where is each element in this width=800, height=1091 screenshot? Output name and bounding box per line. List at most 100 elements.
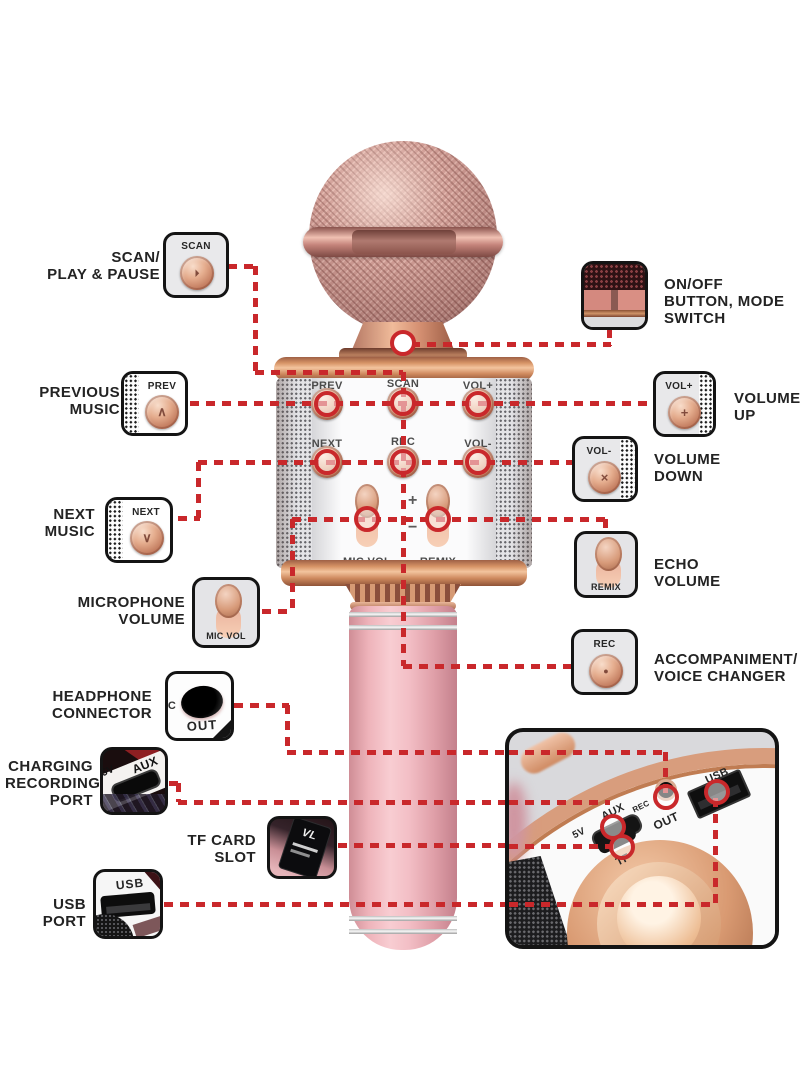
label-line: SCAN/ — [111, 249, 160, 266]
base-line-usb-v — [713, 798, 718, 904]
label-line: BUTTON, MODE — [664, 293, 785, 310]
inset-base-ports: 5V AUX REC OUT USB TF — [505, 728, 779, 949]
panel-plus-mark: + — [408, 492, 418, 509]
line-scan-v1 — [253, 266, 258, 372]
inset-micvol-knob — [215, 584, 242, 618]
label-line: VOLUME — [654, 573, 721, 590]
line-aux-v — [176, 783, 181, 802]
line-next-v — [196, 462, 201, 518]
inset-next-button: ∨ — [130, 521, 164, 555]
inset-volplus-label: VOL+ — [665, 381, 693, 392]
inset-micvol-label: MIC VOL — [206, 631, 246, 641]
inset-volplus-mesh-strip — [699, 374, 713, 434]
handle-ring-bottom-2 — [349, 929, 457, 934]
base-ring-out — [653, 784, 679, 810]
label-line: PLAY & PAUSE — [47, 266, 160, 283]
label-line: VOLUME — [734, 390, 800, 407]
label-line: VOICE CHANGER — [654, 668, 786, 685]
label-volume-down: VOLUME DOWN — [654, 451, 744, 485]
mic-body-mesh-left — [276, 378, 314, 568]
line-micvol-v — [290, 519, 295, 611]
base-knob-dome — [617, 876, 701, 945]
ring-onoff — [390, 330, 416, 356]
label-microphone-volume: MICROPHONE VOLUME — [35, 594, 185, 628]
inset-prev: PREV ∧ — [121, 371, 188, 436]
base-line-usb-h — [509, 902, 715, 907]
line-onoff-h — [411, 342, 611, 347]
label-headphone-connector: HEADPHONE CONNECTOR — [22, 688, 152, 722]
inset-usb: USB — [93, 869, 163, 939]
label-line: DOWN — [654, 468, 704, 485]
inset-prev-mesh-strip — [124, 374, 139, 433]
label-line: SWITCH — [664, 310, 726, 327]
line-remix-v — [603, 519, 608, 534]
ring-next — [314, 449, 340, 475]
ring-prev — [314, 391, 340, 417]
label-charging-recording-port: CHARGING RECORDING PORT — [5, 758, 100, 809]
inset-next-label: NEXT — [132, 507, 160, 518]
label-line: VOLUME — [654, 451, 721, 468]
label-line: MICROPHONE — [77, 594, 185, 611]
base-line-out-h — [509, 750, 666, 755]
inset-remix-label: REMIX — [590, 582, 621, 592]
inset-scan: SCAN ⏵ — [163, 232, 229, 298]
line-micvol-h — [262, 609, 294, 614]
line-scan-h1 — [228, 264, 258, 269]
micro-sd-marks — [290, 848, 311, 858]
inset-rec-label: REC — [593, 639, 616, 650]
inset-volminus-mesh-strip — [620, 439, 635, 499]
inset-usb-speaker-mesh — [96, 914, 134, 936]
label-volume-up: VOLUME UP — [734, 390, 800, 424]
label-tf-card-slot: TF CARD SLOT — [166, 832, 256, 866]
inset-tf: VL — [267, 816, 337, 879]
label-usb-port: USB PORT — [10, 896, 86, 930]
line-out-h2 — [287, 750, 505, 755]
inset-volminus-label: VOL- — [586, 446, 612, 457]
inset-remix: REMIX — [574, 531, 638, 598]
inset-volplus-button: + — [668, 396, 701, 429]
line-aux-h1 — [169, 781, 181, 786]
label-line: UP — [734, 407, 756, 424]
mic-head-band-center — [352, 230, 456, 254]
label-onoff-mode-switch: ON/OFF BUTTON, MODE SWITCH — [664, 276, 799, 327]
base-line-tf-h — [509, 844, 620, 849]
base-ring-usb — [704, 779, 730, 805]
ring-volminus — [465, 449, 491, 475]
inset-prev-label: PREV — [147, 381, 177, 392]
line-tf-h — [338, 843, 505, 848]
inset-onoff-head-mesh — [584, 264, 645, 290]
line-next-h — [178, 516, 200, 521]
inset-micvol: MIC VOL — [192, 577, 260, 648]
line-onoff-v — [607, 329, 612, 346]
inset-remix-knob — [595, 537, 622, 571]
label-line: ECHO — [654, 556, 699, 573]
inset-onoff-cone — [584, 290, 645, 312]
inset-usb-label: USB — [115, 875, 145, 893]
label-line: NEXT — [53, 506, 95, 523]
label-next-music: NEXT MUSIC — [10, 506, 95, 540]
inset-onoff-band — [584, 310, 645, 317]
base-line-aux-h — [509, 800, 610, 805]
label-line: PORT — [49, 792, 93, 809]
ring-volplus — [465, 391, 491, 417]
label-line: ACCOMPANIMENT/ — [654, 651, 798, 668]
line-out-v — [285, 705, 290, 752]
label-line: VOLUME — [118, 611, 185, 628]
label-line: USB PORT — [42, 896, 86, 930]
line-usb-h — [164, 902, 505, 907]
inset-usb-streak — [132, 915, 160, 936]
inset-scan-label: SCAN — [181, 241, 211, 252]
label-line: CONNECTOR — [52, 705, 152, 722]
label-line: MUSIC — [69, 401, 120, 418]
handle-ring-bottom-1 — [349, 916, 457, 921]
mic-body-mesh-right — [494, 378, 532, 568]
line-aux-h2 — [178, 800, 505, 805]
micro-sd-card: VL — [277, 819, 333, 876]
ring-rec — [390, 449, 416, 475]
line-out-h1 — [234, 703, 289, 708]
line-rec-h — [403, 664, 573, 669]
base-ring-tf — [609, 834, 635, 860]
inset-aux: 5V AUX — [100, 747, 168, 815]
ring-remix — [425, 506, 451, 532]
